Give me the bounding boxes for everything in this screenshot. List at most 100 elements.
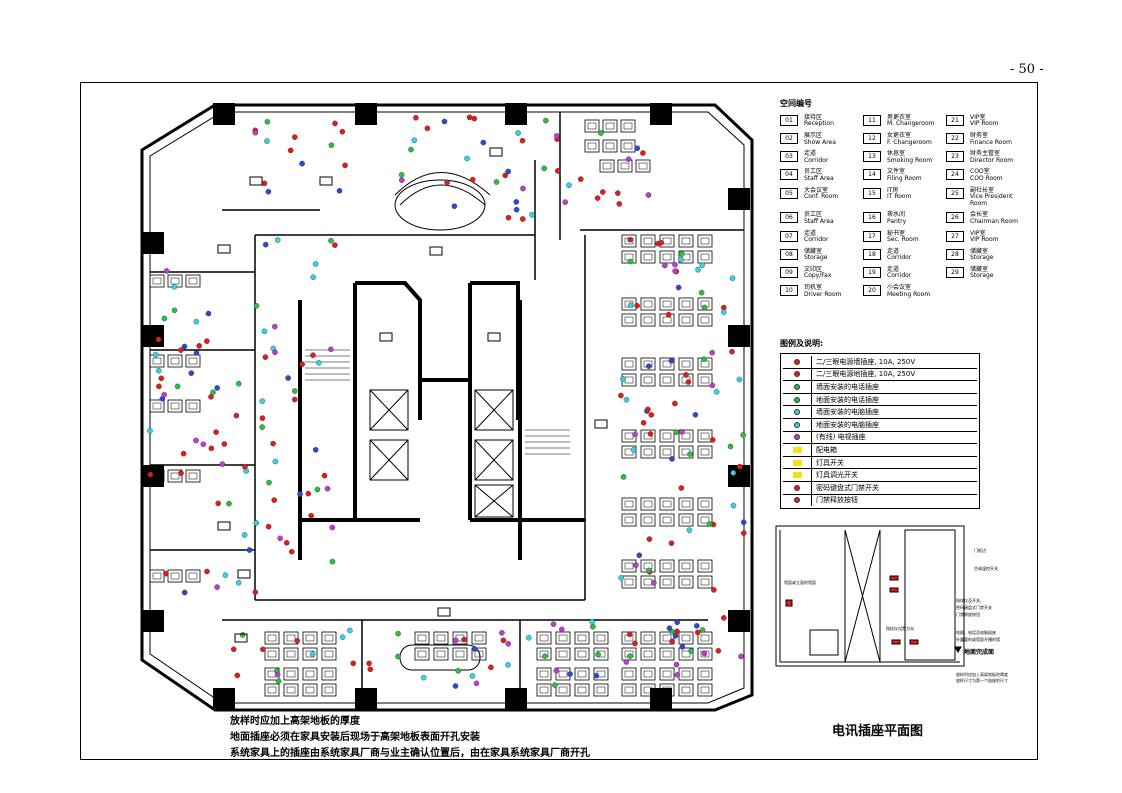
outlet-marker <box>618 575 624 581</box>
symbol-label: 灯具开关 <box>816 458 844 467</box>
workstation <box>283 667 299 681</box>
room-name-en: Corridor <box>887 254 912 262</box>
outlet-marker <box>636 552 643 559</box>
outlet-dot-icon <box>794 434 800 441</box>
outlet-marker <box>646 536 653 542</box>
detail-note: 密码键盘式门禁开关 <box>956 605 992 610</box>
workstation <box>697 234 713 248</box>
outlet-dot-icon <box>794 421 800 428</box>
outlet-marker <box>674 619 681 626</box>
outlet-marker <box>210 389 216 396</box>
symbol-label: (有线) 电视插座 <box>816 433 866 442</box>
outlet-marker <box>272 458 279 465</box>
outlet-marker <box>513 199 520 205</box>
outlet-dot-icon <box>794 383 800 390</box>
room-name-cn: 财务主管室 <box>970 150 1001 158</box>
detail-note: 墙面或立面的墙面 <box>784 580 816 585</box>
outlet-marker <box>294 638 301 644</box>
room-name-cn: 文件室 <box>887 168 906 176</box>
outlet-marker <box>235 380 242 387</box>
outlet-marker <box>741 530 747 536</box>
outlet-marker <box>669 638 675 645</box>
room-name-cn: 走道 <box>804 229 817 237</box>
symbol-cell <box>783 494 812 507</box>
outlet-marker <box>274 671 281 678</box>
outlet-marker <box>645 406 651 413</box>
workstation <box>659 373 675 387</box>
detail-note: 指纹仪及开关, <box>956 598 982 603</box>
workstation <box>635 159 651 173</box>
workstation <box>149 274 165 288</box>
workstation <box>697 513 713 527</box>
workstation <box>659 297 675 311</box>
outlet-marker <box>729 348 735 355</box>
room-name-cn: 展示区 <box>804 131 823 139</box>
outlet-marker <box>502 172 509 179</box>
outlet-marker <box>277 535 284 542</box>
workstation <box>617 159 633 173</box>
outlet-marker <box>662 262 668 269</box>
workstation <box>697 497 713 511</box>
outlet-marker <box>181 343 188 350</box>
room-name-en: Finance Room <box>970 138 1012 146</box>
room-name-cn: 大会议室 <box>804 186 829 194</box>
outlet-marker <box>675 284 682 291</box>
workstation <box>574 683 590 697</box>
outlet-marker <box>252 129 259 136</box>
room-name-cn: 员工区 <box>804 168 823 176</box>
room-name-cn: 接待区 <box>804 113 823 121</box>
outlet-marker <box>398 177 405 183</box>
workstation <box>536 683 552 697</box>
outlet-marker <box>275 678 282 685</box>
workstation <box>659 559 675 573</box>
outlet-marker <box>200 441 207 448</box>
outlet-marker <box>541 165 548 172</box>
workstation <box>321 667 337 681</box>
outlet-marker <box>274 237 281 243</box>
room-name-cn: 司机室 <box>804 284 823 292</box>
room-name-cn: VIP室 <box>970 229 986 237</box>
outlet-marker <box>266 479 272 486</box>
workstation <box>149 569 165 583</box>
outlet-marker <box>265 188 272 195</box>
room-number: 09 <box>780 266 798 278</box>
outlet-marker <box>291 134 298 140</box>
outlet-marker <box>163 570 169 577</box>
outlet-marker <box>205 310 212 317</box>
room-number: 18 <box>863 248 881 260</box>
workstation <box>659 683 675 697</box>
outlet-marker <box>395 653 401 660</box>
outlet-marker <box>309 651 316 658</box>
symbol-legend-row: 地面安装的电话插座 <box>783 393 977 407</box>
outlet-marker <box>193 350 200 356</box>
interior-walls <box>150 112 744 703</box>
switch-box-icon <box>792 446 802 453</box>
room-name-cn: VIP室 <box>970 113 986 121</box>
outlet-marker <box>721 309 727 315</box>
workstation <box>697 445 713 459</box>
outlet-marker <box>452 637 459 644</box>
outlet-marker <box>505 662 511 668</box>
room-name-cn: 小会议室 <box>887 284 912 292</box>
symbol-label: 地面安装的电话插座 <box>816 395 879 404</box>
outlet-marker <box>193 437 199 444</box>
workstation <box>574 647 590 661</box>
workstation <box>697 373 713 387</box>
room-name-cn: 休息室 <box>887 150 906 158</box>
room-name-en: Sec. Room <box>887 236 919 244</box>
room-number: 15 <box>863 187 881 199</box>
